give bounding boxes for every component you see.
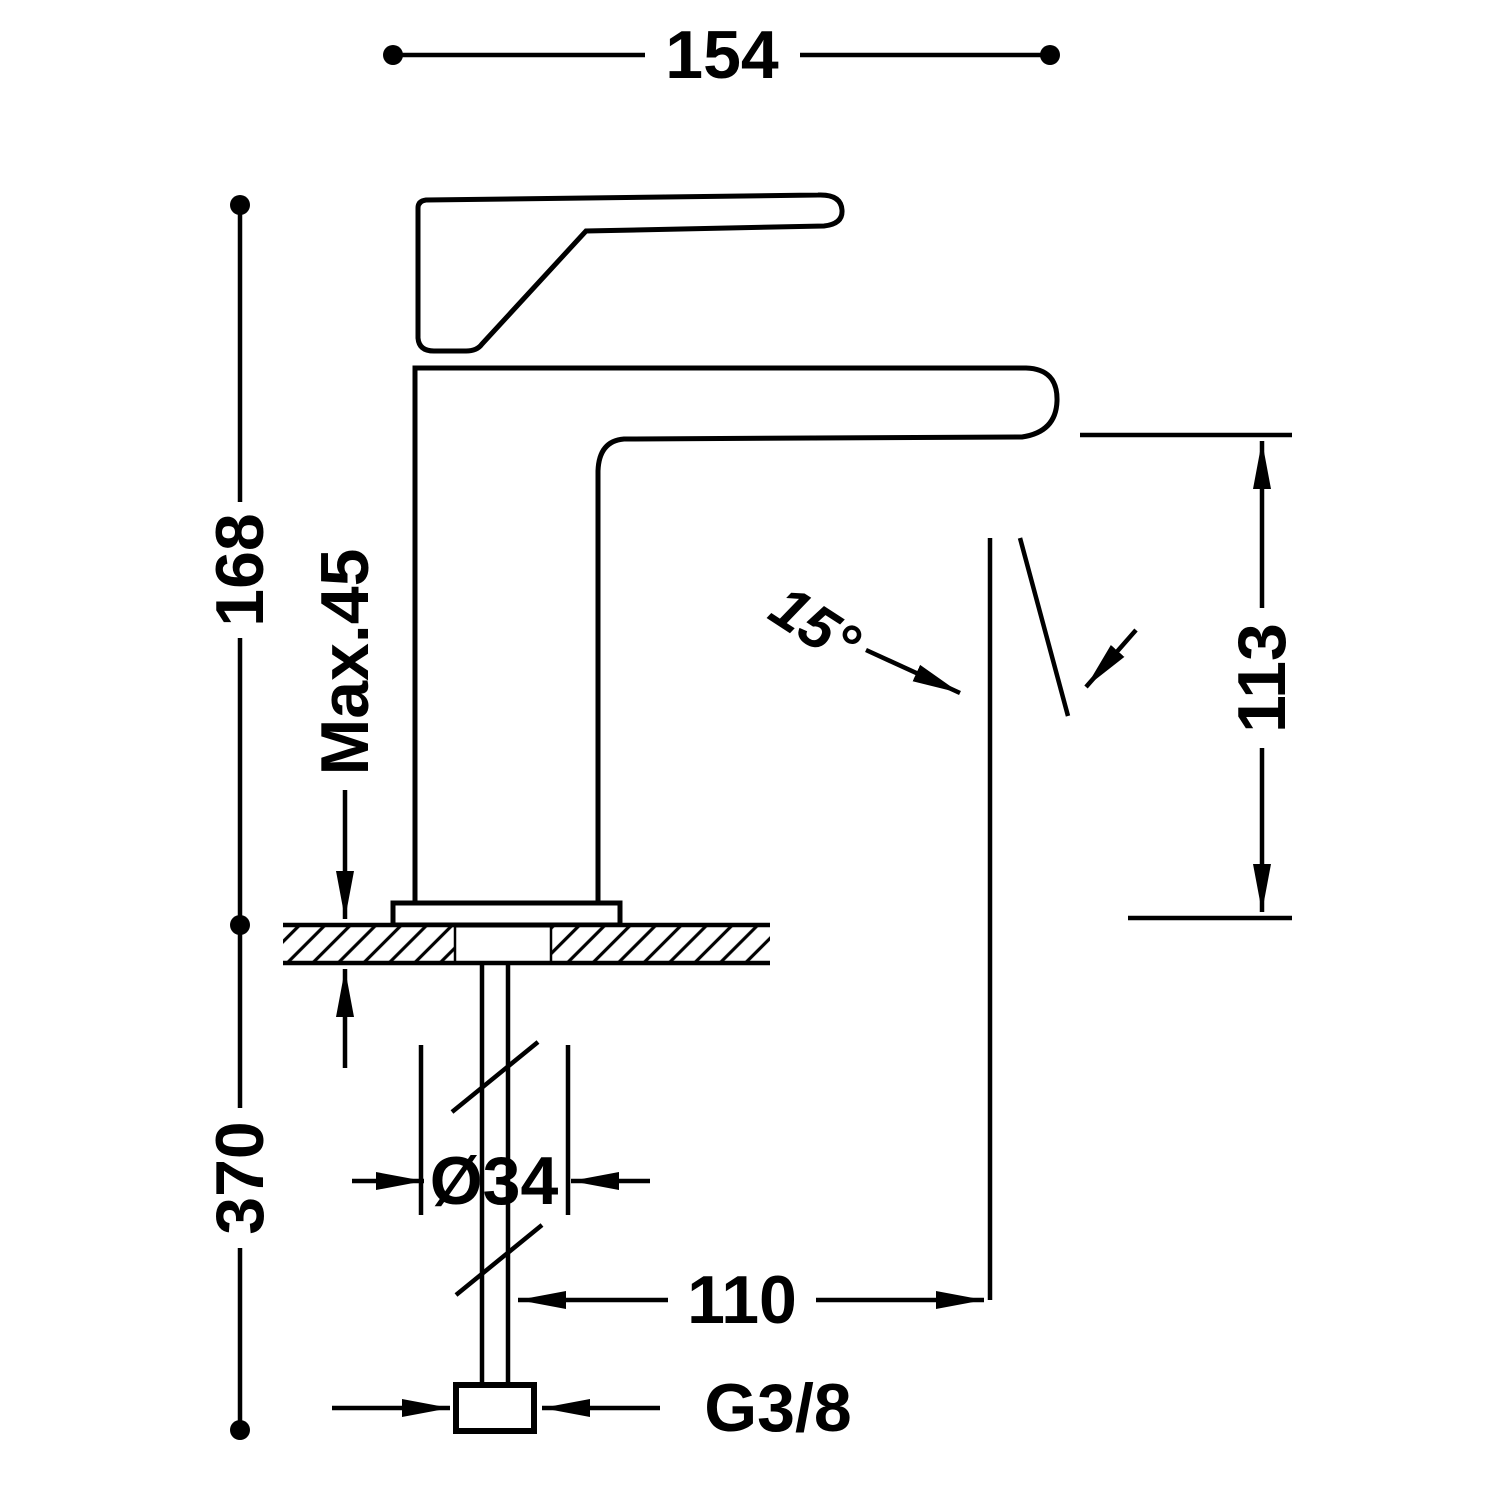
- faucet: [390, 192, 1060, 928]
- dim-endpoint-dot: [230, 1420, 250, 1440]
- dim-body-diameter-label: Ø34: [430, 1143, 559, 1219]
- dim-spout-reach-label: 110: [687, 1262, 797, 1338]
- inlet-connector: [453, 1382, 537, 1434]
- faucet-handle: [415, 192, 845, 354]
- dim-overall-width-label: 154: [665, 17, 779, 93]
- dim-overall-height: 168: [202, 195, 278, 935]
- pipe-break-slash: [450, 1040, 540, 1114]
- angle-leader-right: [1084, 628, 1138, 689]
- dim-spout-reach: 110: [518, 1262, 984, 1338]
- dim-max-deck-thickness: Max.45: [307, 549, 383, 1068]
- countertop: [283, 922, 770, 966]
- dim-hose-length-label: 370: [202, 1121, 278, 1234]
- countertop-hatch-right: [551, 927, 770, 961]
- dim-endpoint-dot: [383, 45, 403, 65]
- supply-pipe: [450, 963, 544, 1434]
- dim-spout-height-label: 113: [1224, 623, 1300, 733]
- faucet-base-plate: [390, 900, 623, 928]
- angle-leader-left: [865, 647, 961, 696]
- dim-max-deck-label: Max.45: [307, 549, 383, 776]
- dim-endpoint-dot: [230, 195, 250, 215]
- dim-spout-height: 113: [1080, 432, 1300, 921]
- countertop-hatch-left: [283, 927, 455, 961]
- dim-endpoint-dot: [1040, 45, 1060, 65]
- dim-hose-length: 370: [202, 925, 278, 1440]
- dim-spout-angle: 15°: [759, 537, 1138, 1300]
- dim-connection-thread: G3/8: [332, 1370, 852, 1446]
- tilted-axis-line: [1017, 537, 1071, 717]
- dim-overall-height-label: 168: [202, 513, 278, 626]
- dim-spout-angle-label: 15°: [759, 572, 872, 678]
- dim-overall-width: 154: [383, 17, 1060, 93]
- pipe-break-slash: [454, 1223, 544, 1297]
- dim-connection-thread-label: G3/8: [704, 1370, 851, 1446]
- dim-body-diameter: Ø34: [352, 1045, 650, 1219]
- faucet-body-spout: [412, 365, 1060, 906]
